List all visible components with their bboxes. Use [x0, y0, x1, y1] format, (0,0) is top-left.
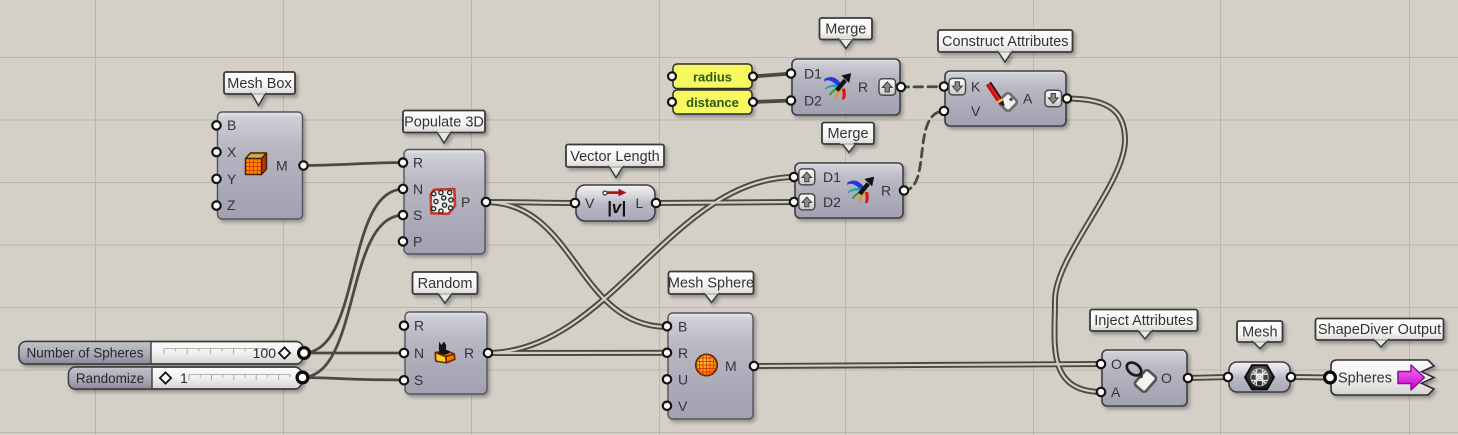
- svg-text:Mesh Sphere: Mesh Sphere: [668, 276, 754, 292]
- svg-text:radius: radius: [693, 70, 732, 85]
- svg-text:S: S: [413, 207, 422, 223]
- svg-text:O: O: [1111, 356, 1122, 372]
- svg-text:Mesh Box: Mesh Box: [227, 76, 292, 92]
- svg-text:L: L: [636, 195, 644, 211]
- svg-text:Inject Attributes: Inject Attributes: [1094, 313, 1193, 329]
- svg-text:S: S: [414, 372, 423, 388]
- svg-text:Construct Attributes: Construct Attributes: [942, 34, 1069, 50]
- svg-text:|v|: |v|: [607, 198, 626, 217]
- svg-text:Randomize: Randomize: [76, 371, 144, 386]
- svg-text:R: R: [414, 318, 424, 334]
- svg-text:B: B: [678, 319, 687, 335]
- svg-text:D1: D1: [823, 169, 841, 185]
- svg-text:Y: Y: [227, 171, 237, 187]
- svg-text:X: X: [227, 144, 237, 160]
- svg-text:R: R: [881, 183, 891, 199]
- svg-text:Mesh: Mesh: [1242, 325, 1277, 341]
- svg-text:N: N: [414, 345, 424, 361]
- svg-text:Merge: Merge: [827, 126, 868, 142]
- svg-text:D2: D2: [804, 93, 822, 109]
- svg-text:D2: D2: [823, 194, 841, 210]
- svg-text:A: A: [1111, 384, 1121, 400]
- svg-text:Populate 3D: Populate 3D: [404, 115, 484, 131]
- svg-text:U: U: [678, 372, 688, 388]
- svg-text:V: V: [585, 195, 595, 211]
- svg-text:M: M: [725, 358, 737, 374]
- svg-text:P: P: [413, 234, 422, 250]
- svg-text:A: A: [1023, 91, 1033, 107]
- svg-text:N: N: [413, 181, 423, 197]
- svg-text:P: P: [461, 194, 470, 210]
- svg-text:Number of Spheres: Number of Spheres: [26, 346, 143, 361]
- svg-text:D1: D1: [804, 66, 822, 82]
- svg-text:Z: Z: [227, 197, 236, 213]
- svg-text:Merge: Merge: [825, 22, 866, 38]
- svg-text:R: R: [413, 155, 423, 171]
- svg-text:M: M: [276, 158, 288, 174]
- svg-text:V: V: [971, 103, 981, 119]
- svg-text:R: R: [858, 79, 868, 95]
- svg-text:K: K: [971, 79, 981, 95]
- svg-text:100: 100: [253, 345, 277, 361]
- svg-text:Random: Random: [418, 276, 473, 292]
- svg-text:O: O: [1161, 370, 1172, 386]
- svg-text:B: B: [227, 117, 236, 133]
- svg-text:Vector Length: Vector Length: [570, 149, 660, 165]
- svg-text:R: R: [464, 345, 474, 361]
- svg-text:Spheres: Spheres: [1338, 371, 1392, 387]
- svg-text:1: 1: [180, 370, 188, 386]
- svg-text:R: R: [678, 345, 688, 361]
- svg-text:ShapeDiver Output: ShapeDiver Output: [1318, 322, 1441, 338]
- svg-text:V: V: [678, 398, 688, 414]
- svg-text:distance: distance: [686, 95, 739, 110]
